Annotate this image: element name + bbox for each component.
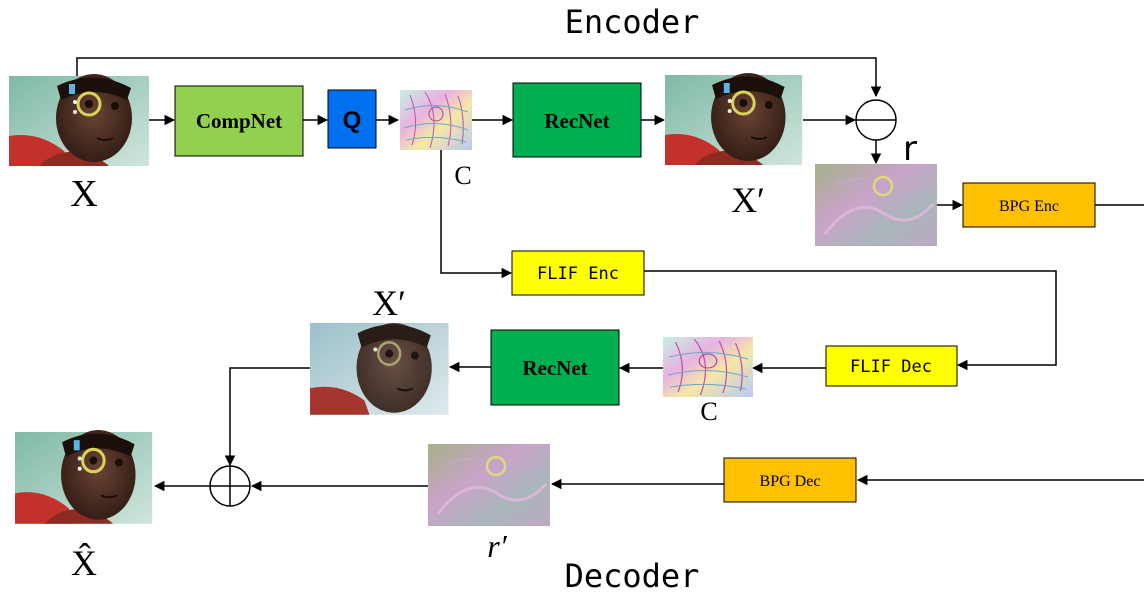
arrow-xprime-to-add (224, 367, 310, 467)
label-input-x: X (70, 173, 97, 215)
flif-dec-block (825, 345, 958, 387)
bpg-dec-label: BPG Dec (760, 473, 821, 490)
label-output-x-hat: X̂ (71, 542, 97, 583)
bpg-enc-block (962, 182, 1096, 228)
recnet-decoder-label: RecNet (522, 356, 587, 380)
code-map-c (399, 89, 473, 151)
label-code-c: C (454, 161, 471, 190)
reconstructed-image-x-prime-decoder (308, 321, 450, 417)
label-x-prime-decoder: X′ (372, 283, 406, 323)
compnet-label: CompNet (196, 109, 282, 133)
circle-minus-icon (855, 99, 897, 141)
flif-dec-label: FLIF Dec (850, 357, 932, 377)
bpg-enc-label: BPG Enc (999, 198, 1059, 215)
label-x-prime-encoder: X′ (731, 180, 765, 220)
residual-map-r (813, 162, 939, 248)
decoded-code-map-c (662, 336, 754, 398)
recnet-decoder-block (490, 329, 620, 406)
decoded-residual-map-r-prime (426, 442, 552, 528)
skip-connection-arrow (76, 57, 882, 98)
reconstructed-image-x-prime (663, 71, 804, 167)
label-code-c-decoder: C (700, 397, 717, 426)
decoder-title: Decoder (565, 557, 700, 595)
arrow-flif-enc-to-flif-dec (644, 270, 1057, 371)
quantizer-label: Q (343, 107, 362, 134)
recnet-encoder-label: RecNet (544, 109, 609, 133)
label-residual-r: r (903, 129, 917, 169)
bpg-dec-block (723, 457, 857, 503)
encoder-title: Encoder (565, 3, 700, 41)
flif-enc-label: FLIF Enc (537, 264, 619, 284)
input-image-x (7, 72, 151, 168)
label-residual-r-prime: r′ (487, 528, 507, 564)
arrow-code-to-flif-enc (440, 150, 513, 279)
recnet-encoder-block (512, 82, 642, 158)
compnet-block (174, 85, 304, 157)
flif-enc-block (511, 250, 645, 296)
output-image-x-hat (13, 428, 154, 526)
circle-plus-icon (209, 465, 251, 507)
quantizer-block (327, 89, 377, 149)
